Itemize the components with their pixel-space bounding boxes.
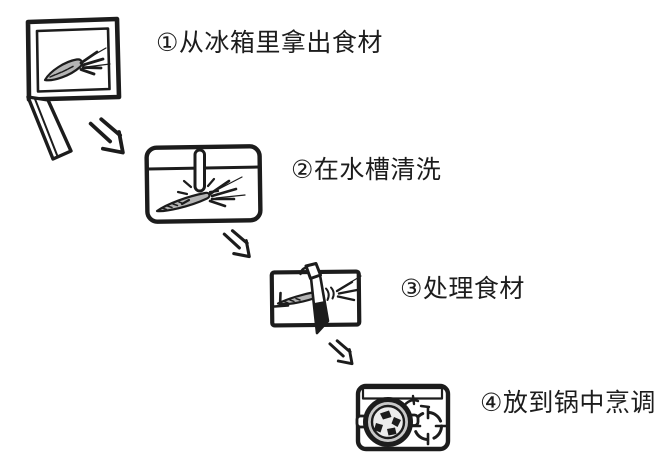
arrow-down-right-icon bbox=[87, 117, 131, 157]
stove-pot-icon bbox=[353, 372, 453, 456]
fridge-icon bbox=[20, 13, 125, 163]
step-2-label: ②在水槽清洗 bbox=[291, 156, 442, 184]
step-3-label: ③处理食材 bbox=[400, 275, 525, 303]
arrow-down-right-icon bbox=[328, 339, 357, 367]
step-4-label: ④放到锅中烹调 bbox=[480, 389, 656, 417]
arrow-down-right-icon bbox=[222, 229, 255, 260]
step-1-label: ①从冰箱里拿出食材 bbox=[156, 29, 383, 57]
cutting-board-icon bbox=[265, 261, 367, 341]
sink-icon bbox=[143, 142, 265, 226]
